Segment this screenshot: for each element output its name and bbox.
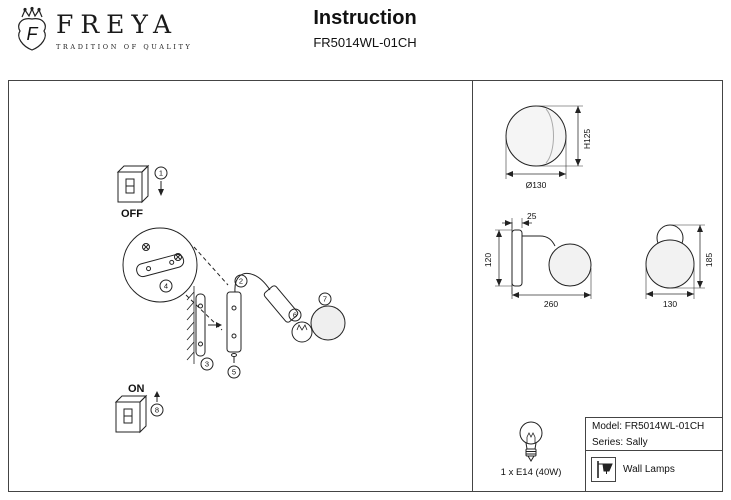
off-label: OFF [121,208,143,220]
on-switch-icon [114,394,148,434]
callout-1: 1 [154,166,168,180]
bracket-shape [511,229,523,287]
callout-3: 3 [200,357,214,371]
logo-letter: F [27,24,39,44]
shade-diameter-dim: 130 [663,299,677,309]
callout-5: 5 [227,365,241,379]
shade-shape [548,243,592,287]
shade-front-shape [645,239,695,289]
brand-tagline: TRADITION OF QUALITY [56,43,193,51]
glass-shade-drawing [310,305,346,341]
brand-name: FREYA [56,10,179,39]
wall-lamp-icon [597,461,613,478]
spec-box-divider [585,450,723,451]
panel-divider [472,80,473,492]
svg-text:6: 6 [293,311,297,320]
callout-6: 6 [288,308,302,322]
bracket-height-dim: 120 [483,253,493,267]
callout-4: 4 [159,279,173,293]
arm-shape [522,235,556,247]
side-view-drawing: 25 120 260 [483,211,592,309]
on-label: ON [128,383,145,395]
callout-7: 7 [318,292,332,306]
globe-diameter-dim: Ø130 [526,180,547,190]
screw-icon [174,253,182,261]
canopy-drawing [226,291,242,363]
globe-height-dim: H125 [582,129,592,150]
freya-crest-icon: F [18,6,46,51]
bulb-drawing [291,321,313,343]
svg-text:4: 4 [164,282,168,291]
page-title: Instruction [313,7,417,29]
model-number: FR5014WL-01CH [313,35,417,50]
spec-category: Wall Lamps [623,464,675,475]
front-view-drawing: 185 130 [645,224,714,309]
spec-box [585,417,723,492]
svg-text:7: 7 [323,295,327,304]
callout-8: 8 [150,403,164,417]
projection-dim: 260 [544,299,558,309]
header: F FREYA TRADITION OF QUALITY Instruction… [0,0,731,78]
detail-leader-line [185,294,223,331]
spec-series: Series: Sally [592,437,648,448]
spec-model: Model: FR5014WL-01CH [592,421,705,432]
callout-2: 2 [234,274,248,288]
globe-dimension-drawing: Ø130 H125 [505,105,592,190]
svg-text:1: 1 [159,169,163,178]
svg-text:8: 8 [155,406,159,415]
socket-drawing [263,285,299,323]
globe-shape [505,105,567,167]
off-switch-icon [116,164,150,204]
content-frame [8,80,723,492]
svg-text:2: 2 [239,277,243,286]
lamp-arm-drawing [234,272,271,293]
wall-lamp-icon-box [591,457,616,482]
detail-leader-line [193,246,229,286]
bulb-icon [519,421,543,462]
wall-plate-drawing [195,293,206,357]
total-height-dim: 185 [704,253,714,267]
bulb-spec: 1 x E14 (40W) [500,467,562,478]
svg-text:3: 3 [205,360,209,369]
svg-text:5: 5 [232,368,236,377]
detail-circle: 4 [122,227,198,303]
assembly-diagram: 1 OFF [114,164,346,434]
screw-icon [142,243,150,251]
wall-hatch [186,286,195,364]
bracket-depth-dim: 25 [527,211,537,221]
